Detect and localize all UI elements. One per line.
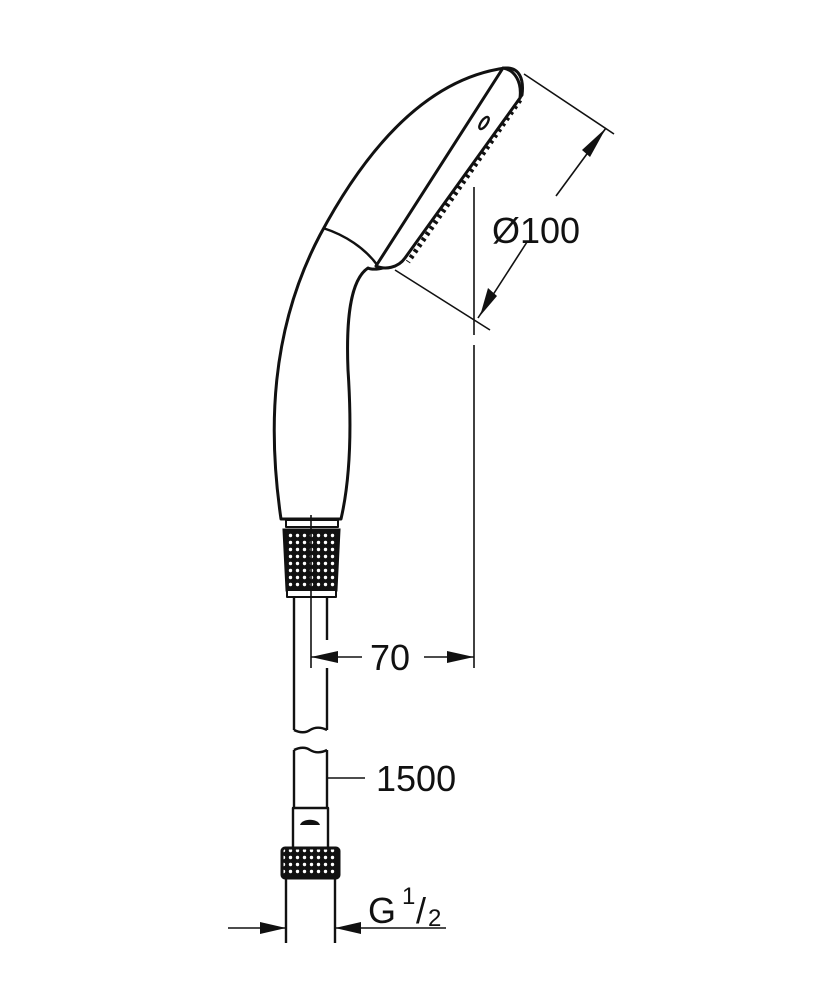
offset-label: 70: [370, 637, 410, 678]
hose-upper: [292, 598, 329, 734]
thread-numerator: 1: [402, 883, 415, 910]
hose-lower: [280, 746, 341, 943]
shower-handle: [272, 66, 524, 521]
hose-length-label: 1500: [376, 758, 456, 799]
dimension-hose-length: 1500: [328, 758, 456, 799]
dimension-thread: G 1 / 2: [228, 883, 446, 934]
hose-logo-mark: [300, 819, 320, 825]
spray-nozzles: [405, 98, 523, 264]
thread-denominator: 2: [428, 905, 441, 932]
diameter-label: Ø100: [492, 210, 580, 251]
thread-prefix: G: [368, 890, 396, 931]
dimension-offset: 70: [311, 637, 474, 678]
handle-connector: [282, 515, 341, 668]
dimension-head-diameter: Ø100: [394, 73, 615, 331]
thread-slash: /: [416, 890, 426, 931]
